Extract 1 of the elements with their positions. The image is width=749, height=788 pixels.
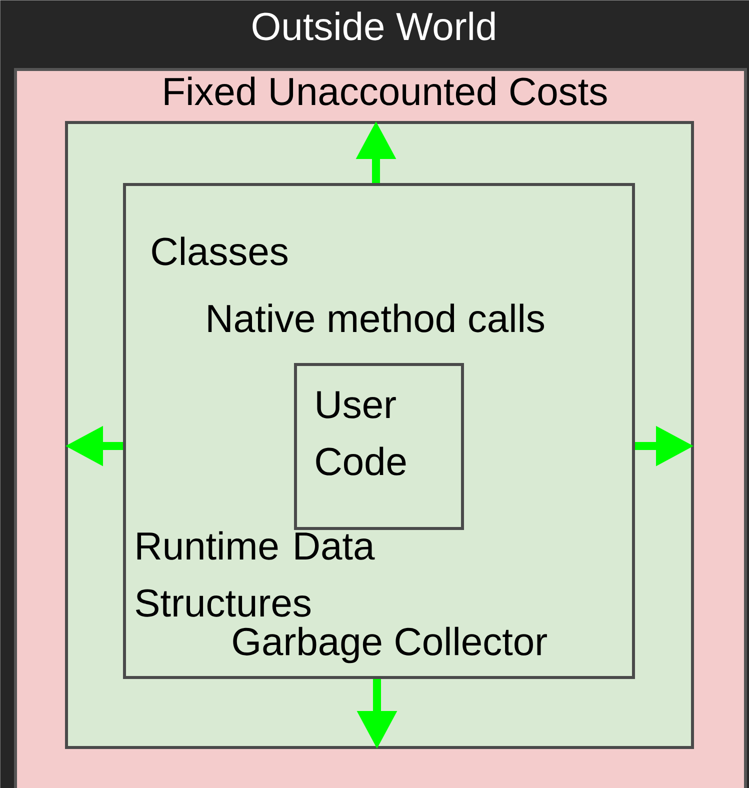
code-box: User Code (294, 363, 464, 530)
